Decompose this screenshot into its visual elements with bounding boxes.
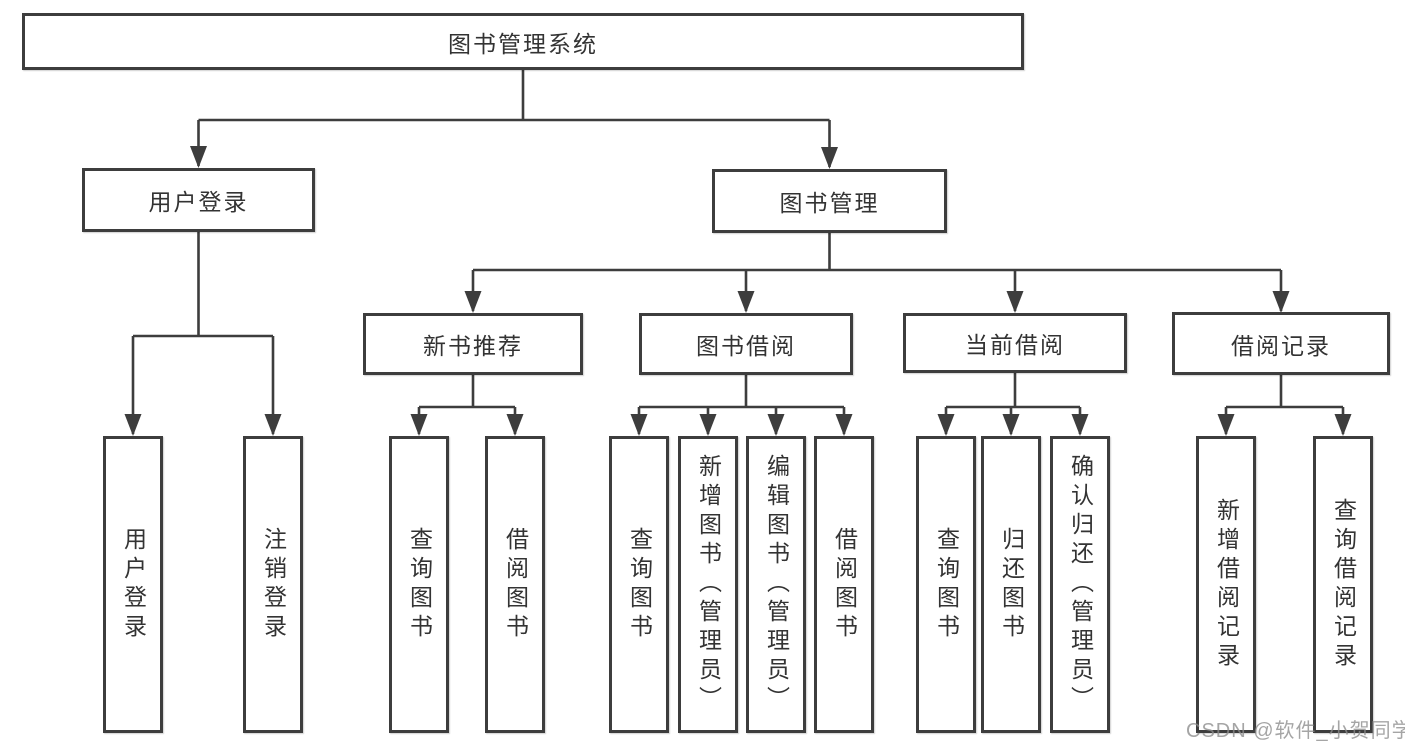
arrowhead-icon [1217, 414, 1235, 436]
node-label: 借阅记录 [1231, 332, 1331, 359]
arrowhead-icon [821, 147, 838, 169]
leaf-user-login: 用户登录 [103, 436, 163, 733]
arrowhead-icon [835, 414, 853, 436]
node-label: 用户登录 [148, 189, 249, 215]
node-label: 图书借阅 [696, 333, 796, 359]
node-label: 图书管理系统 [448, 30, 598, 57]
node-label: 注销登录 [260, 526, 287, 643]
node-label: 新增图书（管理员） [695, 454, 722, 715]
node-label: 新书推荐 [423, 333, 523, 359]
arrowhead-icon [1334, 414, 1352, 436]
node-label: 用户登录 [120, 526, 147, 643]
watermark: CSDN @软件_小贺同学 [1186, 720, 1405, 742]
node-label: 查询图书 [933, 526, 960, 643]
arrowhead-icon [699, 414, 717, 436]
node-label: 查询借阅记录 [1330, 497, 1357, 672]
node-book-management: 图书管理 [712, 169, 947, 233]
arrowhead-icon [767, 414, 785, 436]
node-label: 编辑图书（管理员） [763, 454, 790, 715]
arrowhead-icon [1002, 414, 1020, 436]
node-label: 查询图书 [406, 526, 433, 643]
arrowhead-icon [264, 414, 282, 436]
arrowhead-icon [506, 414, 524, 436]
node-label: 确认归还（管理员） [1067, 454, 1094, 715]
node-label: 当前借阅 [965, 332, 1065, 358]
leaf-add-borrow-record: 新增借阅记录 [1196, 436, 1256, 733]
node-current-borrowing: 当前借阅 [903, 313, 1127, 373]
arrowhead-icon [1006, 291, 1024, 313]
arrowhead-icon [124, 414, 142, 436]
arrowhead-icon [1272, 291, 1290, 313]
leaf-edit-books-admin: 编辑图书（管理员） [746, 436, 806, 733]
node-label: 借阅图书 [831, 526, 858, 643]
node-borrowing-records: 借阅记录 [1172, 312, 1390, 375]
arrowhead-icon [1071, 414, 1089, 436]
leaf-add-books-admin: 新增图书（管理员） [678, 436, 738, 733]
node-root: 图书管理系统 [22, 13, 1024, 70]
arrowhead-icon [737, 291, 755, 313]
arrowhead-icon [464, 291, 482, 313]
arrowhead-icon [190, 146, 207, 168]
node-label: 查询图书 [626, 526, 653, 643]
node-new-book-recommend: 新书推荐 [363, 313, 583, 375]
leaf-current-query-books: 查询图书 [916, 436, 976, 733]
node-user-login: 用户登录 [82, 168, 315, 232]
leaf-query-borrow-record: 查询借阅记录 [1313, 436, 1373, 733]
leaf-return-books: 归还图书 [981, 436, 1041, 733]
leaf-recommend-query-books: 查询图书 [389, 436, 449, 733]
arrowhead-icons [124, 146, 1352, 436]
arrowhead-icon [410, 414, 428, 436]
leaf-logout: 注销登录 [243, 436, 303, 733]
leaf-borrowing-borrow-books: 借阅图书 [814, 436, 874, 733]
arrowhead-icon [630, 414, 648, 436]
node-book-borrowing: 图书借阅 [639, 313, 853, 375]
leaf-recommend-borrow-books: 借阅图书 [485, 436, 545, 733]
leaf-borrowing-query-books: 查询图书 [609, 436, 669, 733]
leaf-confirm-return-admin: 确认归还（管理员） [1050, 436, 1110, 733]
node-label: 新增借阅记录 [1213, 497, 1240, 672]
arrowhead-icon [937, 414, 955, 436]
node-label: 借阅图书 [502, 526, 529, 643]
node-label: 图书管理 [779, 190, 880, 216]
node-label: 归还图书 [998, 526, 1025, 643]
